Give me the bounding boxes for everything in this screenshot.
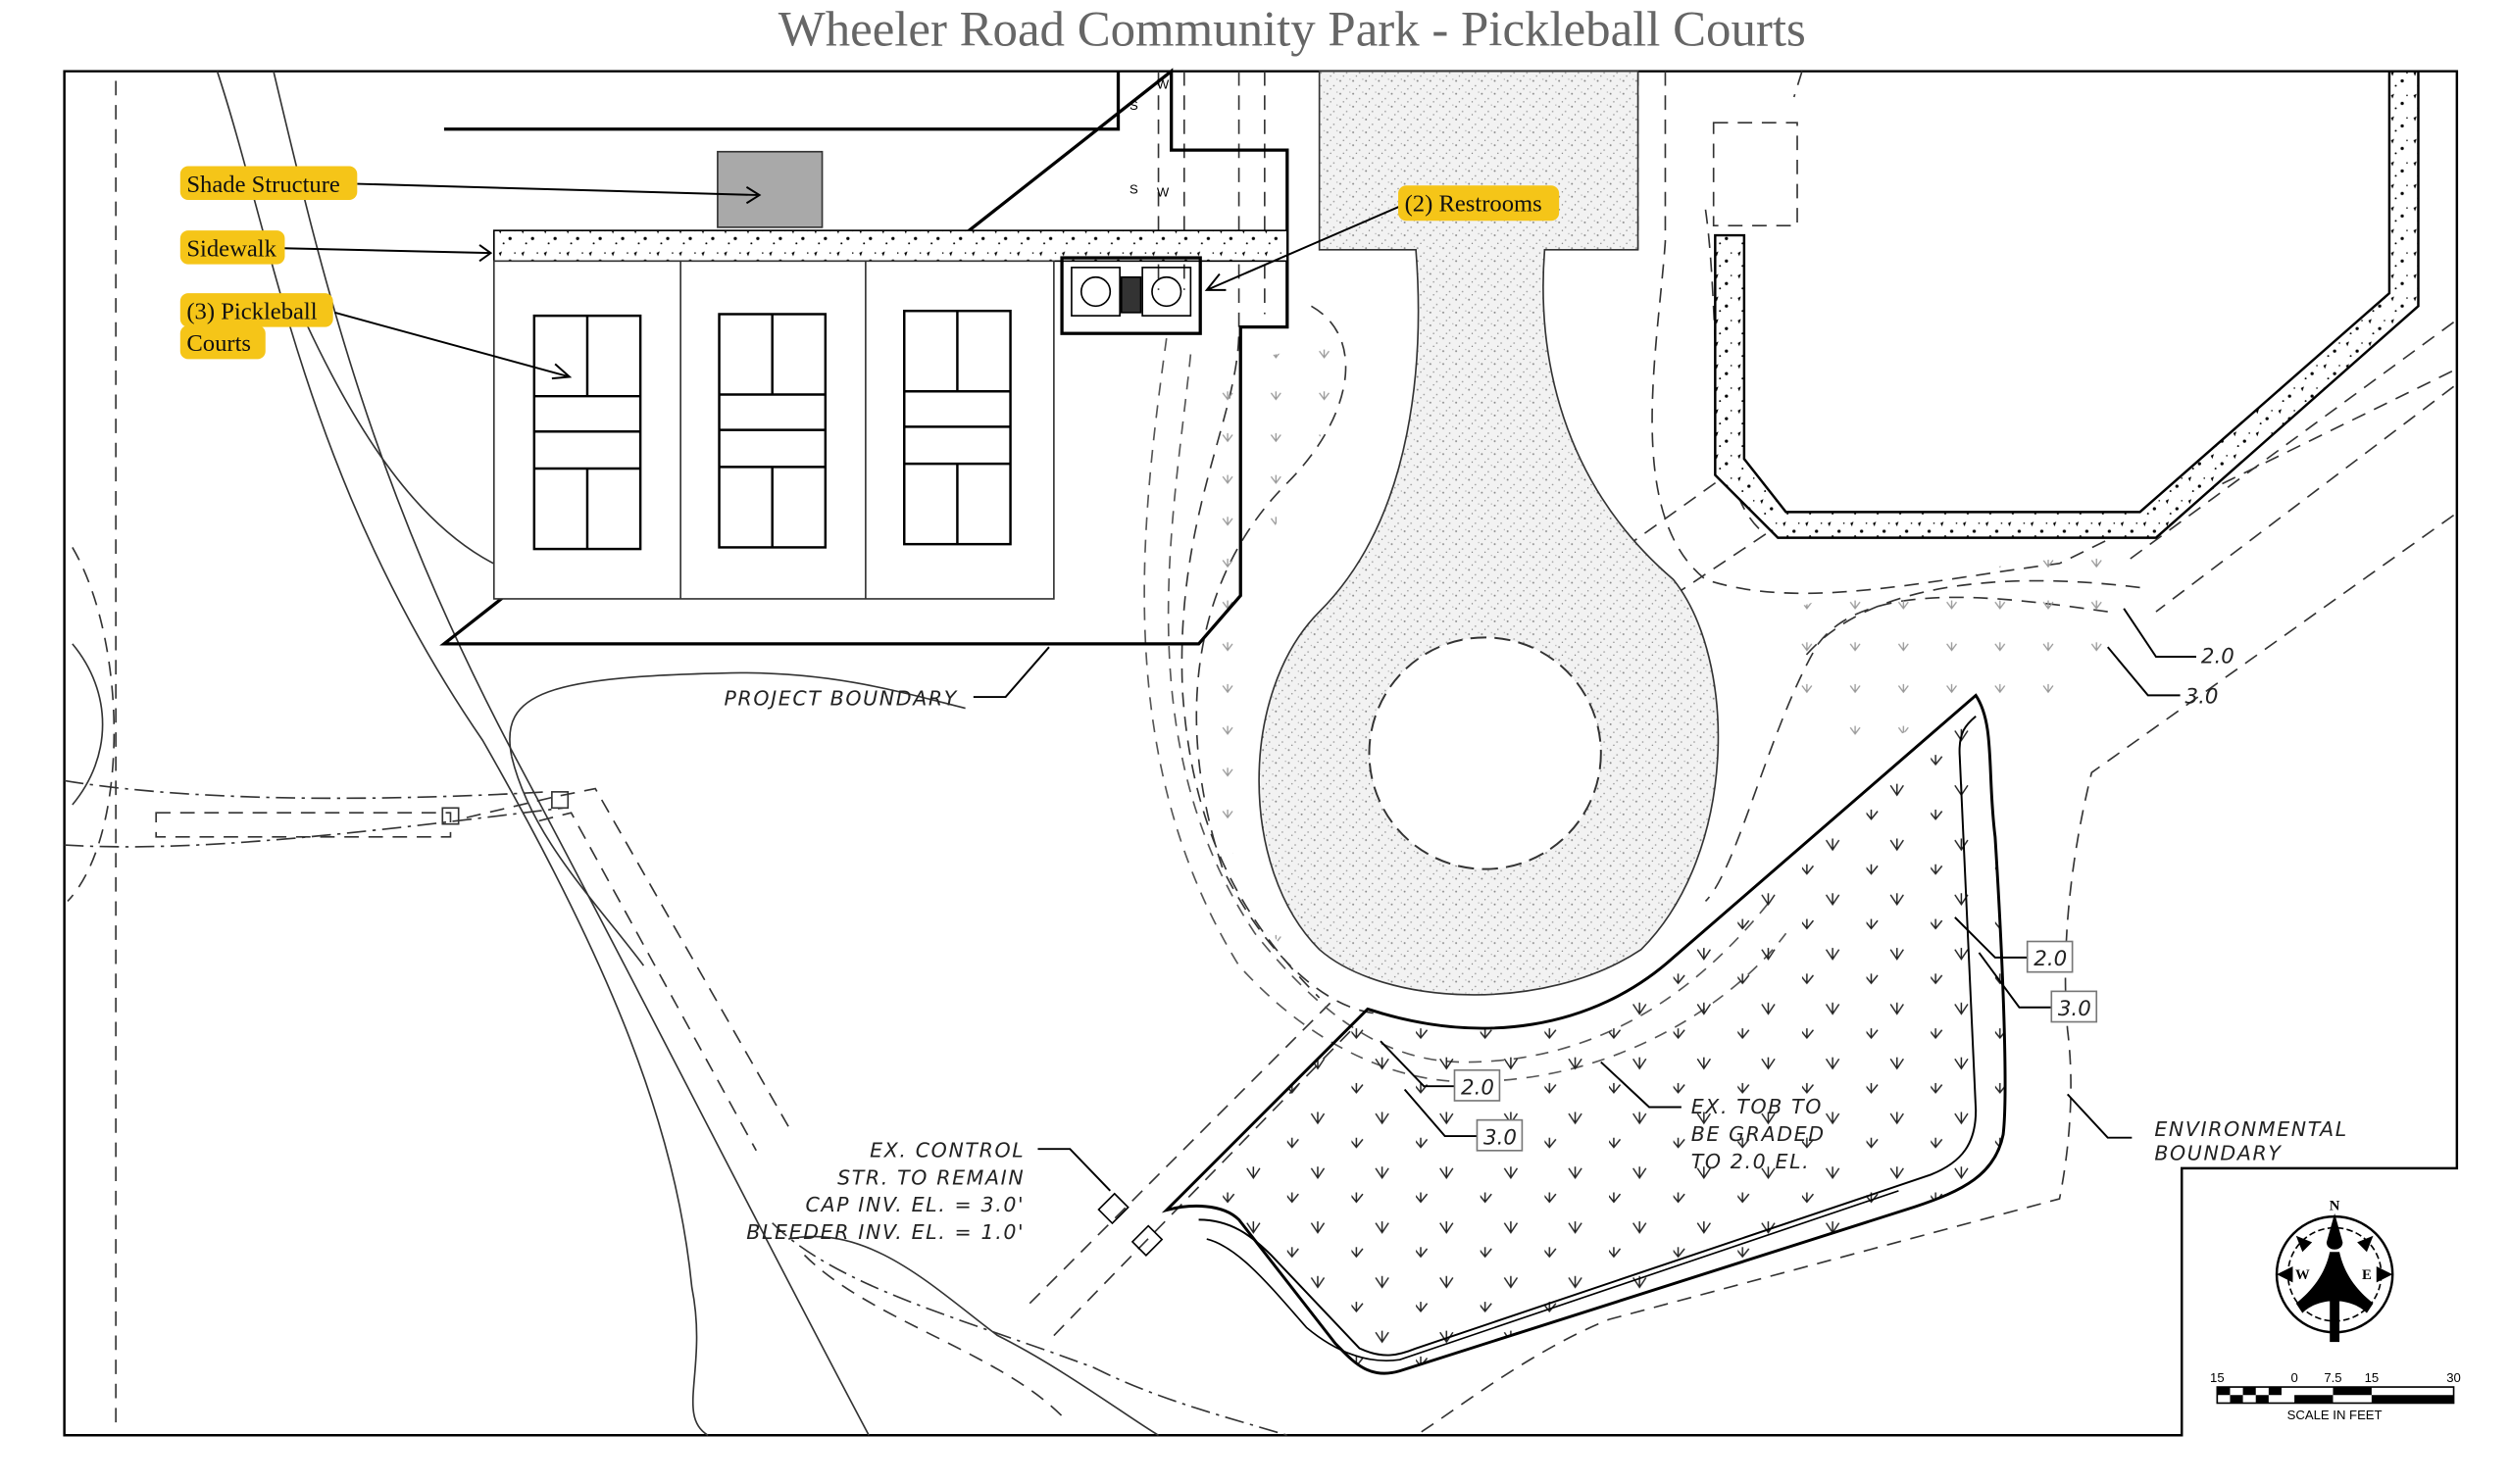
pickleball-courts xyxy=(492,260,1055,600)
svg-text:BOUNDARY: BOUNDARY xyxy=(2154,1142,2282,1165)
svg-text:TO 2.0 EL.: TO 2.0 EL. xyxy=(1691,1150,1811,1173)
court-2 xyxy=(718,313,828,549)
water-line-mark: W xyxy=(1157,185,1170,200)
wetland-vegetation xyxy=(1186,338,1360,982)
contour-label: 3.0 xyxy=(2185,685,2219,710)
svg-text:STR. TO REMAIN: STR. TO REMAIN xyxy=(837,1165,1025,1189)
existing-building xyxy=(1714,70,2420,539)
contour-label: 3.0 xyxy=(2050,990,2098,1023)
svg-text:3.0: 3.0 xyxy=(1483,1125,1517,1150)
sheet-border xyxy=(63,70,2459,1437)
contour-label: 2.0 xyxy=(1453,1068,1501,1102)
court-1 xyxy=(532,314,642,551)
svg-text:2.0: 2.0 xyxy=(1461,1075,1494,1100)
svg-text:W: W xyxy=(2295,1267,2310,1283)
environmental-boundary-note: ENVIRONMENTAL BOUNDARY xyxy=(2154,1117,2347,1165)
svg-text:E: E xyxy=(2362,1267,2372,1283)
sewer-line-mark: S xyxy=(1130,181,1138,196)
svg-text:15: 15 xyxy=(2210,1370,2225,1385)
svg-text:7.5: 7.5 xyxy=(2324,1370,2341,1385)
contour-label: 3.0 xyxy=(1476,1118,1524,1152)
svg-text:ENVIRONMENTAL: ENVIRONMENTAL xyxy=(2154,1117,2347,1141)
sewer-line-mark: S xyxy=(1130,98,1138,113)
scale-bar: 15 0 7.5 15 30 SCALE IN FEET xyxy=(2210,1370,2461,1422)
svg-text:EX. TOB TO: EX. TOB TO xyxy=(1691,1095,1823,1118)
pond xyxy=(1161,693,2007,1375)
svg-text:(2) Restrooms: (2) Restrooms xyxy=(1405,190,1542,217)
roundabout-island xyxy=(1368,636,1602,870)
tob-note: EX. TOB TO BE GRADED TO 2.0 EL. xyxy=(1691,1095,1826,1173)
svg-text:Shade Structure: Shade Structure xyxy=(186,172,340,198)
callout-restrooms: (2) Restrooms xyxy=(1398,185,1560,222)
svg-text:CAP INV. EL. = 3.0': CAP INV. EL. = 3.0' xyxy=(806,1193,1026,1216)
svg-text:30: 30 xyxy=(2446,1370,2461,1385)
water-line-mark: W xyxy=(1157,77,1170,92)
svg-text:15: 15 xyxy=(2365,1370,2380,1385)
wetland-vegetation xyxy=(1785,547,2140,757)
court-3 xyxy=(903,309,1012,546)
callout-sidewalk: Sidewalk xyxy=(179,230,285,265)
svg-text:BE GRADED: BE GRADED xyxy=(1691,1122,1826,1146)
contour-label: 2.0 xyxy=(2026,940,2074,973)
svg-text:2.0: 2.0 xyxy=(2033,947,2067,971)
svg-text:N: N xyxy=(2330,1199,2340,1214)
contour-label: 2.0 xyxy=(2201,645,2234,669)
control-structure-note: EX. CONTROL STR. TO REMAIN CAP INV. EL. … xyxy=(746,1138,1026,1244)
north-arrow-icon: N W E S xyxy=(2275,1199,2394,1343)
svg-text:BLEEDER INV. EL. = 1.0': BLEEDER INV. EL. = 1.0' xyxy=(746,1220,1025,1244)
page-title: Wheeler Road Community Park - Pickleball… xyxy=(778,2,1806,57)
svg-text:(3) Pickleball: (3) Pickleball xyxy=(186,298,317,324)
leader-lines xyxy=(282,182,2196,1192)
svg-text:SCALE IN FEET: SCALE IN FEET xyxy=(2287,1408,2383,1422)
svg-text:S: S xyxy=(2331,1298,2338,1313)
svg-text:EX. CONTROL: EX. CONTROL xyxy=(870,1138,1025,1162)
control-structure xyxy=(1097,1192,1164,1257)
sidewalk xyxy=(492,229,1288,263)
svg-text:Courts: Courts xyxy=(186,330,251,357)
project-boundary-note: PROJECT BOUNDARY xyxy=(724,686,957,710)
svg-text:Sidewalk: Sidewalk xyxy=(186,235,276,262)
shade-structure xyxy=(717,150,824,228)
callout-shade-structure: Shade Structure xyxy=(179,166,358,200)
callout-pickleball-courts: (3) Pickleball Courts xyxy=(179,293,333,360)
svg-text:0: 0 xyxy=(2290,1370,2297,1385)
svg-text:3.0: 3.0 xyxy=(2058,997,2091,1021)
restrooms xyxy=(1060,256,1202,335)
project-boundary-line xyxy=(439,68,1289,646)
